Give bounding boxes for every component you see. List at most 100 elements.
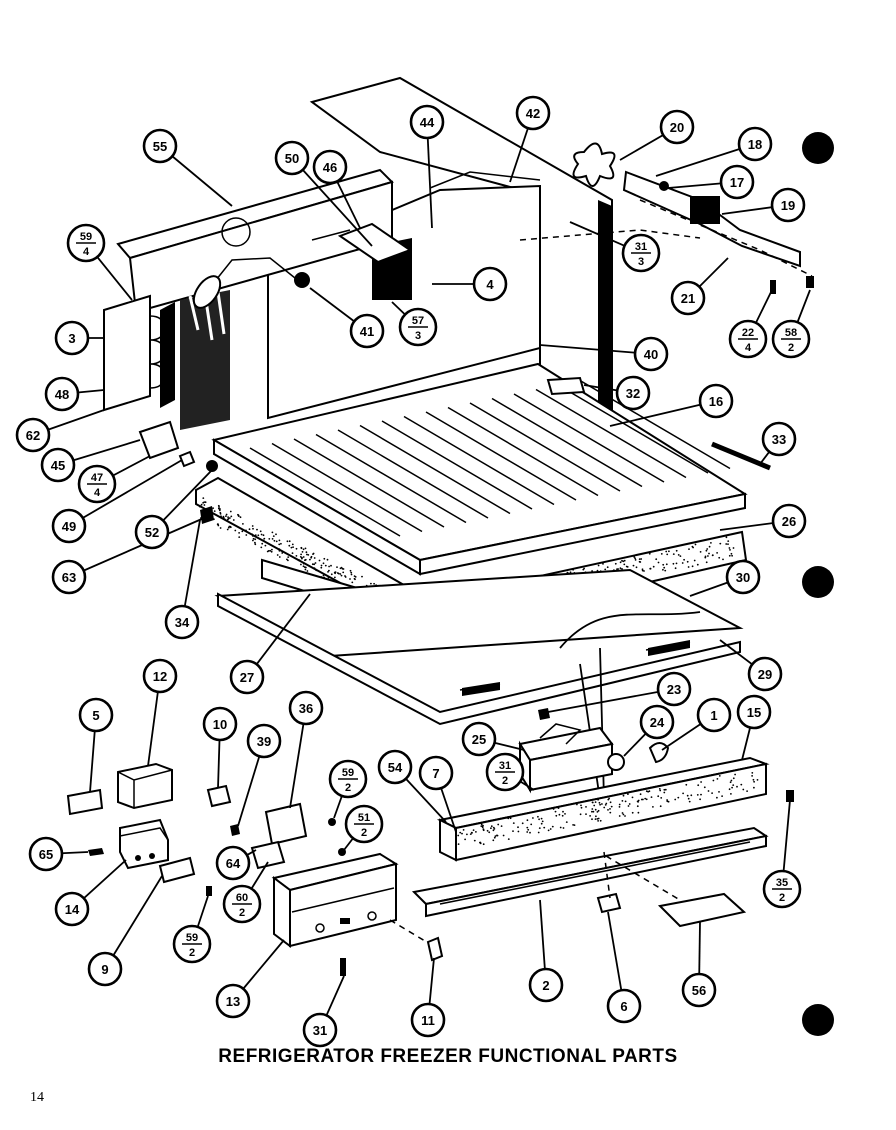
speckle-dot bbox=[722, 558, 724, 561]
callout-part-number: 10 bbox=[213, 717, 227, 732]
speckle-dot bbox=[591, 801, 594, 804]
callout-circle bbox=[54, 891, 90, 927]
speckle-dot bbox=[336, 566, 338, 568]
callout-part-number: 34 bbox=[175, 615, 190, 630]
speckle-dot bbox=[492, 829, 495, 832]
speckle-dot bbox=[627, 793, 629, 795]
speckle-dot bbox=[628, 803, 631, 805]
callout-circle bbox=[288, 690, 324, 726]
speckle-dot bbox=[326, 558, 329, 561]
speckle-dot bbox=[291, 552, 294, 554]
speckle-dot bbox=[271, 531, 274, 534]
speckle-dot bbox=[580, 806, 583, 809]
speckle-dot bbox=[573, 824, 576, 826]
speckle-dot bbox=[530, 823, 533, 826]
callout-part-number: 31 bbox=[635, 241, 647, 253]
speckle-dot bbox=[624, 800, 627, 803]
speckle-dot bbox=[339, 573, 342, 575]
speckle-dot bbox=[287, 556, 290, 558]
speckle-dot bbox=[300, 563, 302, 566]
callout-circle bbox=[274, 140, 310, 176]
speckle-dot bbox=[657, 561, 660, 564]
callout-20: 20 bbox=[659, 109, 695, 145]
callout-leader-27 bbox=[246, 593, 311, 678]
speckle-dot bbox=[637, 811, 640, 814]
callout-30: 30 bbox=[725, 559, 761, 595]
callout-leaders bbox=[32, 112, 811, 1031]
speckle-dot bbox=[623, 563, 626, 566]
speckle-dot bbox=[582, 568, 585, 571]
speckle-dot bbox=[668, 550, 670, 553]
speckle-dot bbox=[691, 545, 694, 548]
speckle-dot bbox=[707, 555, 709, 557]
speckle-dot bbox=[344, 576, 347, 578]
speckle-dot bbox=[217, 507, 220, 510]
speckle-dot bbox=[318, 559, 321, 562]
speckle-dot bbox=[216, 523, 219, 526]
callout-part-number: 46 bbox=[323, 160, 337, 175]
callout-49: 49 bbox=[51, 508, 87, 544]
callout-circle bbox=[302, 1012, 338, 1048]
callout-circle bbox=[761, 421, 797, 457]
speckle-dot bbox=[751, 775, 753, 777]
callout-52: 52 bbox=[134, 514, 170, 550]
callout-circle bbox=[142, 128, 178, 164]
speckle-dot bbox=[278, 549, 281, 552]
speckle-dot bbox=[623, 559, 626, 562]
speckle-dot bbox=[705, 549, 708, 552]
speckle-dot bbox=[251, 533, 254, 536]
speckle-dot bbox=[512, 830, 514, 832]
speckle-dot bbox=[202, 497, 205, 499]
louvre-slot bbox=[271, 442, 423, 533]
speckle-dot bbox=[606, 566, 609, 569]
page-number: 14 bbox=[30, 1090, 44, 1105]
callout-quantity: 2 bbox=[788, 342, 794, 354]
speckle-dot bbox=[540, 822, 543, 825]
speckle-dot bbox=[624, 815, 626, 817]
callout-quantity: 2 bbox=[779, 892, 785, 904]
speckle-dot bbox=[627, 805, 630, 807]
callout-12: 12 bbox=[142, 658, 178, 694]
speckle-dot bbox=[328, 565, 330, 568]
speckle-dot bbox=[644, 797, 647, 800]
speckle-dot bbox=[700, 781, 702, 783]
speckle-dot bbox=[229, 510, 232, 513]
speckle-dot bbox=[304, 547, 307, 550]
callout-circle bbox=[472, 266, 508, 302]
callout-part-number: 48 bbox=[55, 387, 69, 402]
speckle-dot bbox=[254, 543, 257, 546]
speckle-dot bbox=[660, 797, 663, 799]
speckle-dot bbox=[199, 505, 201, 507]
callout-47-qty-4: 474 bbox=[77, 464, 117, 504]
callout-part-number: 17 bbox=[730, 175, 744, 190]
callout-56: 56 bbox=[681, 972, 717, 1008]
speckle-dot bbox=[254, 541, 256, 544]
callout-31-qty-3: 313 bbox=[621, 233, 661, 273]
speckle-dot bbox=[607, 798, 610, 801]
speckle-dot bbox=[223, 518, 226, 520]
louvre-slot bbox=[491, 397, 643, 488]
speckle-dot bbox=[721, 795, 723, 797]
callout-quantity: 4 bbox=[745, 342, 752, 354]
callout-part-number: 29 bbox=[758, 667, 772, 682]
speckle-dot bbox=[633, 556, 636, 558]
speckle-dot bbox=[490, 827, 492, 830]
louvre-slot bbox=[425, 411, 577, 501]
speckle-dot bbox=[507, 838, 510, 840]
louvre-slot bbox=[249, 447, 401, 537]
callout-part-number: 22 bbox=[742, 327, 754, 339]
callout-26: 26 bbox=[771, 503, 807, 539]
callout-50: 50 bbox=[274, 140, 310, 176]
louvre-slot bbox=[447, 406, 599, 497]
callout-part-number: 2 bbox=[542, 978, 549, 993]
speckle-dot bbox=[486, 829, 489, 832]
speckle-dot bbox=[687, 797, 690, 800]
speckle-dot bbox=[565, 821, 568, 823]
speckle-dot bbox=[259, 530, 262, 533]
speckle-dot bbox=[260, 546, 263, 549]
louvre-slot bbox=[381, 420, 533, 510]
speckle-dot bbox=[273, 539, 276, 542]
speckle-dot bbox=[457, 834, 460, 837]
speckle-dot bbox=[473, 839, 476, 842]
speckle-dot bbox=[526, 819, 529, 822]
